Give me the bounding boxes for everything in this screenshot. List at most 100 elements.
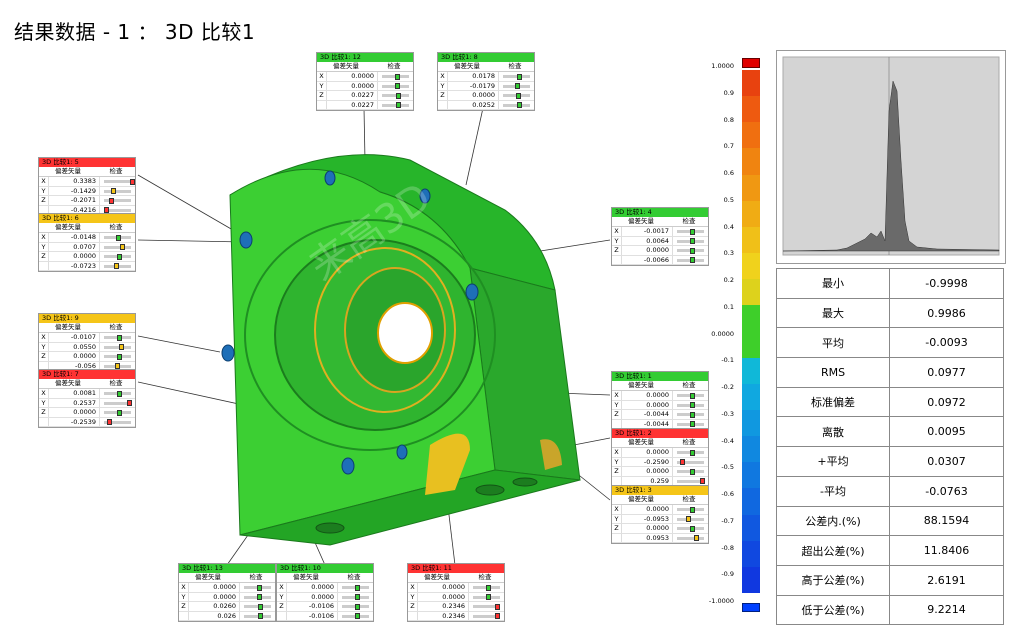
callout-header: 偏差矢量检查: [277, 573, 373, 583]
stat-label: 超出公差(%): [776, 535, 890, 566]
check-indicator: [499, 101, 534, 110]
callout-header: 偏差矢量检查: [438, 62, 534, 72]
check-header: 检查: [387, 62, 401, 70]
axis-label: Y: [612, 457, 622, 466]
check-indicator: [673, 237, 708, 246]
deviation-value: 0.2537: [49, 398, 100, 407]
axis-label: Z: [179, 602, 189, 611]
deviation-value: 0.3383: [49, 177, 100, 186]
callout-row: 0.0227: [317, 100, 413, 110]
deviation-value: 0.0000: [49, 252, 100, 261]
deviation-histogram: [776, 50, 1006, 264]
deviation-vector-header: 偏差矢量: [628, 438, 654, 446]
scale-band: [742, 540, 760, 568]
scale-band: [742, 148, 760, 176]
deviation-vector-header: 偏差矢量: [424, 573, 450, 581]
3d-model-view[interactable]: [0, 0, 740, 641]
check-indicator: [100, 399, 135, 408]
callout-header: 偏差矢量 检查: [408, 573, 504, 583]
check-indicator: [100, 362, 135, 371]
scale-band: [742, 253, 760, 280]
scale-band: [742, 226, 760, 254]
stat-label: 最小: [776, 268, 890, 299]
callout-row: -0.2539: [39, 417, 135, 427]
scale-tick-label: 1.0000: [711, 62, 734, 70]
scale-over-cap: [742, 58, 760, 68]
deviation-value: -0.2590: [622, 457, 673, 466]
check-indicator: [100, 243, 135, 252]
stat-value: -0.0763: [889, 475, 1004, 507]
deviation-value: -0.0106: [287, 611, 338, 620]
deviation-value: -0.0179: [448, 81, 499, 90]
check-indicator: [338, 593, 373, 602]
axis-label: [612, 419, 622, 428]
deviation-value: 0.0550: [49, 342, 100, 351]
stat-value: 2.6191: [889, 564, 1004, 596]
check-indicator: [338, 612, 373, 621]
deviation-value: 0.0227: [327, 91, 378, 100]
stat-value: 0.0977: [889, 357, 1004, 388]
deviation-vector-header: 偏差矢量: [628, 495, 654, 503]
callout-title: 3D 比较1: 6: [39, 214, 135, 223]
callout-row: Z-0.2071: [39, 196, 135, 206]
scale-tick-label: 0.2: [723, 276, 734, 284]
deviation-value: 0.0000: [448, 91, 499, 100]
check-indicator: [673, 410, 708, 419]
callout-row: -0.0106: [277, 611, 373, 621]
stat-label: RMS: [776, 357, 890, 388]
check-indicator: [100, 333, 135, 342]
deviation-value: -0.0106: [287, 602, 338, 611]
callout-row: 0.0953: [612, 533, 708, 543]
axis-label: [179, 611, 189, 620]
scale-band: [742, 122, 760, 149]
check-indicator: [673, 524, 708, 533]
axis-label: Y: [277, 592, 287, 601]
scale-tick-label: 0.0000: [711, 329, 734, 338]
deviation-value: 0.0000: [622, 391, 673, 400]
check-indicator: [100, 343, 135, 352]
callout-row: Y-0.0953: [612, 514, 708, 524]
axis-label: Z: [39, 352, 49, 361]
axis-label: Y: [179, 592, 189, 601]
check-indicator: [469, 602, 504, 611]
callout-title: 3D 比较1: 9: [39, 314, 135, 323]
callout-title: 3D 比较1: 4: [612, 208, 708, 217]
deviation-value: -0.0017: [622, 227, 673, 236]
axis-label: [317, 100, 327, 109]
callout-row: X-0.0107: [39, 333, 135, 343]
axis-label: X: [408, 583, 418, 592]
axis-label: X: [317, 72, 327, 81]
deviation-vector-header: 偏差矢量: [628, 381, 654, 389]
deviation-vector-header: 偏差矢量: [55, 167, 81, 175]
check-indicator: [100, 252, 135, 261]
stat-label: 低于公差(%): [776, 594, 890, 626]
check-header: 检查: [478, 573, 492, 581]
callout-title: 3D 比较1: 12: [317, 53, 413, 62]
callout-title: 3D 比较1: 8: [438, 53, 534, 62]
deviation-value: 0.0000: [327, 72, 378, 81]
check-header: 检查: [109, 167, 123, 175]
scale-under-cap: [742, 603, 760, 612]
deviation-value: 0.0953: [622, 533, 673, 542]
deviation-value: 0.0227: [327, 100, 378, 109]
